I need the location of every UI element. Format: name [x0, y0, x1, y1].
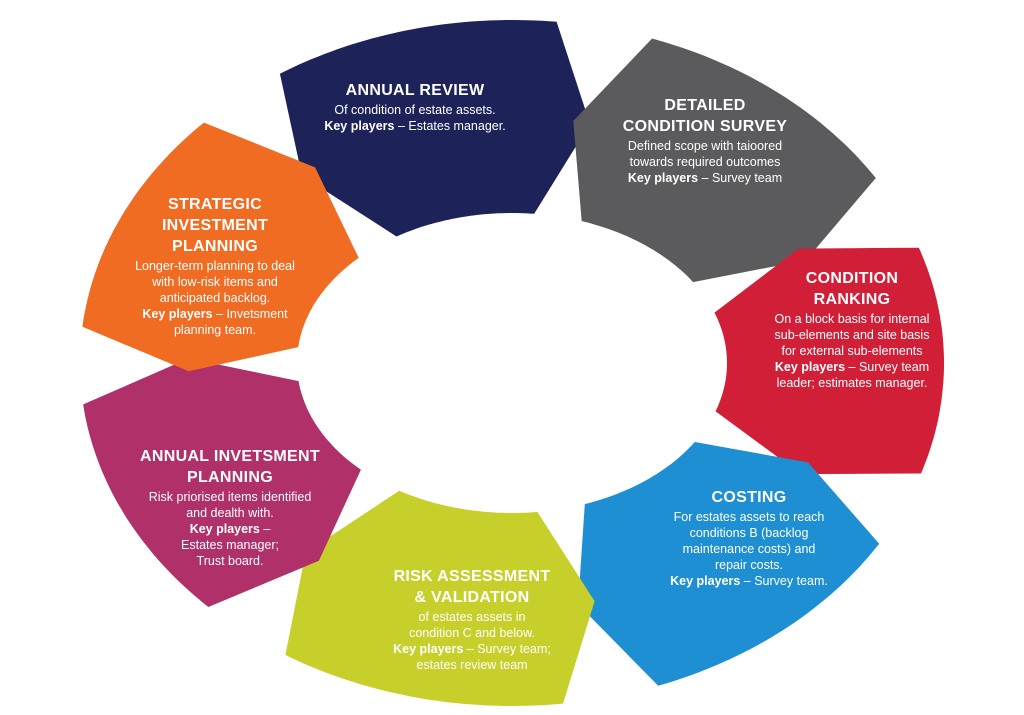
- key-players-label: Key players: [774, 360, 846, 374]
- segment-detailed-condition-survey: [573, 38, 876, 283]
- key-players-label: Key players: [142, 307, 213, 321]
- detailed-condition-survey-description: Defined scope with taioored towards requ…: [627, 139, 783, 169]
- label-strategic-investment-planning: STRATEGIC INVESTMENT PLANNING Longer-ter…: [100, 194, 330, 338]
- annual-investment-planning-title: ANNUAL INVETSMENT PLANNING: [140, 448, 320, 486]
- strategic-investment-planning-title: STRATEGIC INVESTMENT PLANNING: [161, 196, 269, 255]
- key-players-label: Key players: [324, 119, 395, 133]
- segment-strategic-investment-planning: [82, 122, 359, 372]
- detailed-condition-survey-key-players: Key players – Survey team: [585, 170, 825, 186]
- segment-condition-ranking: [714, 247, 944, 475]
- condition-ranking-description: On a block basis for internal sub-elemen…: [774, 312, 930, 358]
- key-players-text: – Invetsment planning team.: [173, 307, 288, 337]
- strategic-investment-planning-key-players: Key players – Invetsment planning team.: [100, 306, 330, 338]
- key-players-label: Key players: [627, 171, 699, 185]
- key-players-text: – Survey team.: [740, 574, 828, 588]
- label-costing: COSTING For estates assets to reach cond…: [638, 487, 860, 589]
- label-risk-assessment: RISK ASSESSMENT & VALIDATION of estates …: [357, 566, 587, 673]
- annual-review-key-players: Key players – Estates manager.: [295, 118, 535, 134]
- risk-assessment-title: RISK ASSESSMENT & VALIDATION: [393, 568, 551, 606]
- annual-review-description: Of condition of estate assets.: [334, 103, 496, 117]
- key-players-text: – Survey team; estates review team: [416, 642, 551, 672]
- costing-title: COSTING: [711, 489, 787, 506]
- annual-review-title: ANNUAL REVIEW: [345, 82, 485, 99]
- key-players-text: – Survey team leader; estimates manager.: [776, 360, 930, 390]
- key-players-label: Key players: [189, 522, 260, 536]
- key-players-label: Key players: [393, 642, 464, 656]
- label-detailed-condition-survey: DETAILED CONDITION SURVEY Defined scope …: [585, 95, 825, 186]
- strategic-investment-planning-description: Longer-term planning to deal with low-ri…: [135, 259, 295, 305]
- key-players-text: – Survey team: [698, 171, 783, 185]
- annual-investment-planning-key-players: Key players – Estates manager; Trust boa…: [105, 521, 355, 569]
- segment-costing: [578, 442, 880, 686]
- segment-annual-investment-planning: [83, 358, 361, 607]
- key-players-text: – Estates manager; Trust board.: [181, 522, 279, 568]
- risk-assessment-key-players: Key players – Survey team; estates revie…: [357, 641, 587, 673]
- risk-assessment-description: of estates assets in condition C and bel…: [409, 610, 535, 640]
- key-players-label: Key players: [670, 574, 741, 588]
- detailed-condition-survey-title: DETAILED CONDITION SURVEY: [622, 97, 788, 135]
- segment-risk-assessment: [285, 490, 595, 706]
- costing-description: For estates assets to reach conditions B…: [673, 510, 825, 572]
- key-players-text: – Estates manager.: [394, 119, 506, 133]
- costing-key-players: Key players – Survey team.: [638, 573, 860, 589]
- label-annual-investment-planning: ANNUAL INVETSMENT PLANNING Risk priorise…: [105, 446, 355, 569]
- label-condition-ranking: CONDITION RANKING On a block basis for i…: [742, 268, 962, 391]
- condition-ranking-title: CONDITION RANKING: [805, 270, 899, 308]
- condition-ranking-key-players: Key players – Survey team leader; estima…: [742, 359, 962, 391]
- annual-investment-planning-description: Risk priorised items identified and deal…: [148, 490, 312, 520]
- label-annual-review: ANNUAL REVIEW Of condition of estate ass…: [295, 80, 535, 134]
- segment-annual-review: [279, 20, 590, 237]
